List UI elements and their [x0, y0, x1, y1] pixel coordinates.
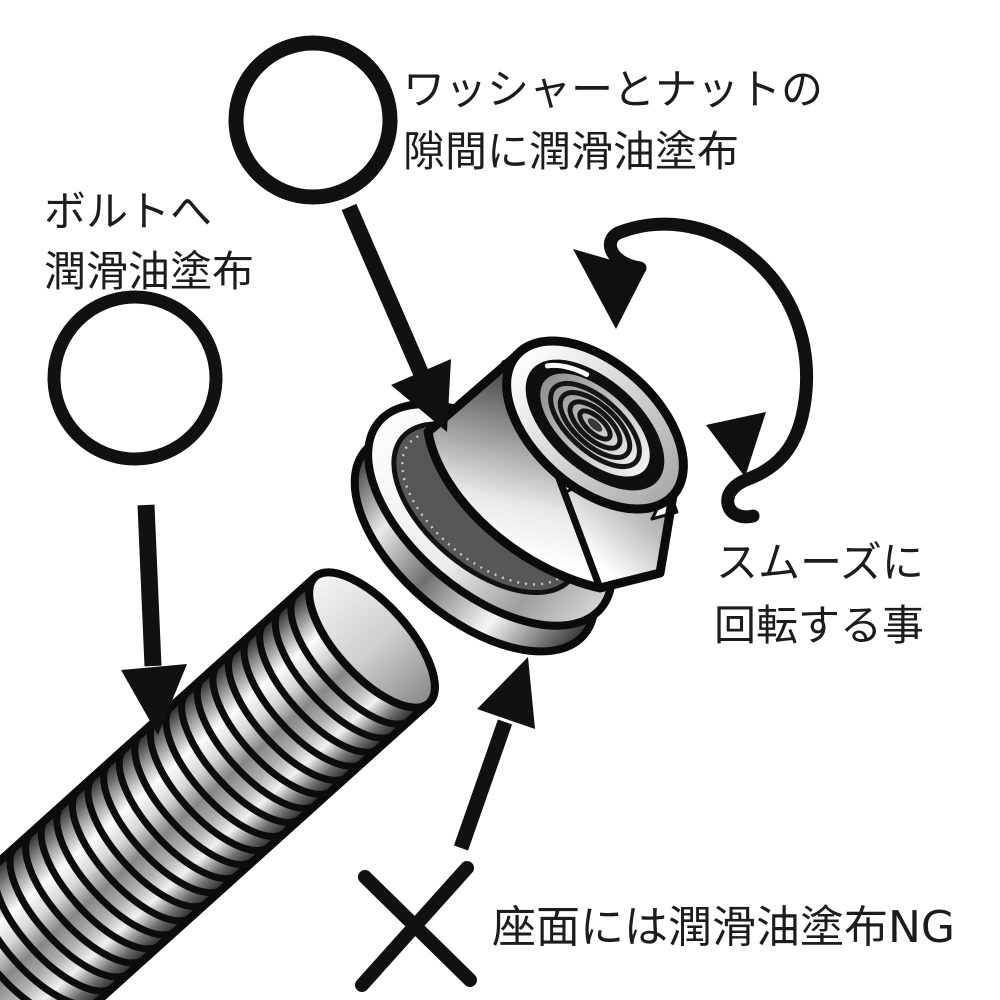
- label-seat: 座面には潤滑油塗布NG: [492, 902, 955, 953]
- rotation-arrow-arc: [603, 217, 814, 524]
- arrow-seat: [453, 657, 535, 851]
- nut-face-left: [428, 355, 600, 588]
- label-rotation-line2: 回転する事: [714, 601, 924, 650]
- label-washer-nut-line2: 隙間に潤滑油塗布: [403, 127, 739, 176]
- arrow-bolt-shaft: [137, 504, 162, 667]
- bolt-threads: [0, 590, 414, 1000]
- arrow-bolt-head: [121, 664, 187, 735]
- nut-rim-highlight: [544, 362, 590, 377]
- rotation-arrow: [573, 217, 814, 524]
- bolt-end-face: [305, 568, 439, 712]
- ok-circle-washer-nut-mark: [228, 35, 398, 205]
- arrow-washer-nut-shaft: [341, 203, 432, 384]
- nut-thread-rings: [548, 380, 642, 470]
- label-bolt-line1: ボルトへ: [44, 187, 212, 236]
- arrow-bolt: [121, 504, 187, 735]
- hex-nut-illustration: [423, 336, 688, 593]
- rotation-arrow-head-top: [573, 249, 646, 329]
- ok-circle-bolt-mark: [47, 290, 223, 466]
- threaded-bolt-illustration: [0, 568, 439, 1000]
- arrow-washer-nut: [341, 203, 451, 432]
- rotation-arrow-head-bottom: [706, 412, 766, 477]
- arrow-washer-nut-head: [391, 359, 451, 432]
- nut-bore-center: [587, 418, 603, 432]
- label-bolt-line2: 潤滑油塗布: [44, 247, 254, 296]
- arrow-seat-shaft: [453, 719, 513, 851]
- ng-x-mark: [355, 861, 477, 992]
- label-washer-nut-line1: ワッシャーとナットの: [403, 65, 823, 114]
- ng-x-stroke-2: [355, 861, 474, 992]
- arrow-seat-head: [477, 657, 535, 729]
- nut-face-right: [557, 473, 673, 588]
- label-rotation-line1: スムーズに: [716, 538, 924, 587]
- nut-top-face: [502, 336, 688, 514]
- nut-facet-edge: [553, 469, 604, 592]
